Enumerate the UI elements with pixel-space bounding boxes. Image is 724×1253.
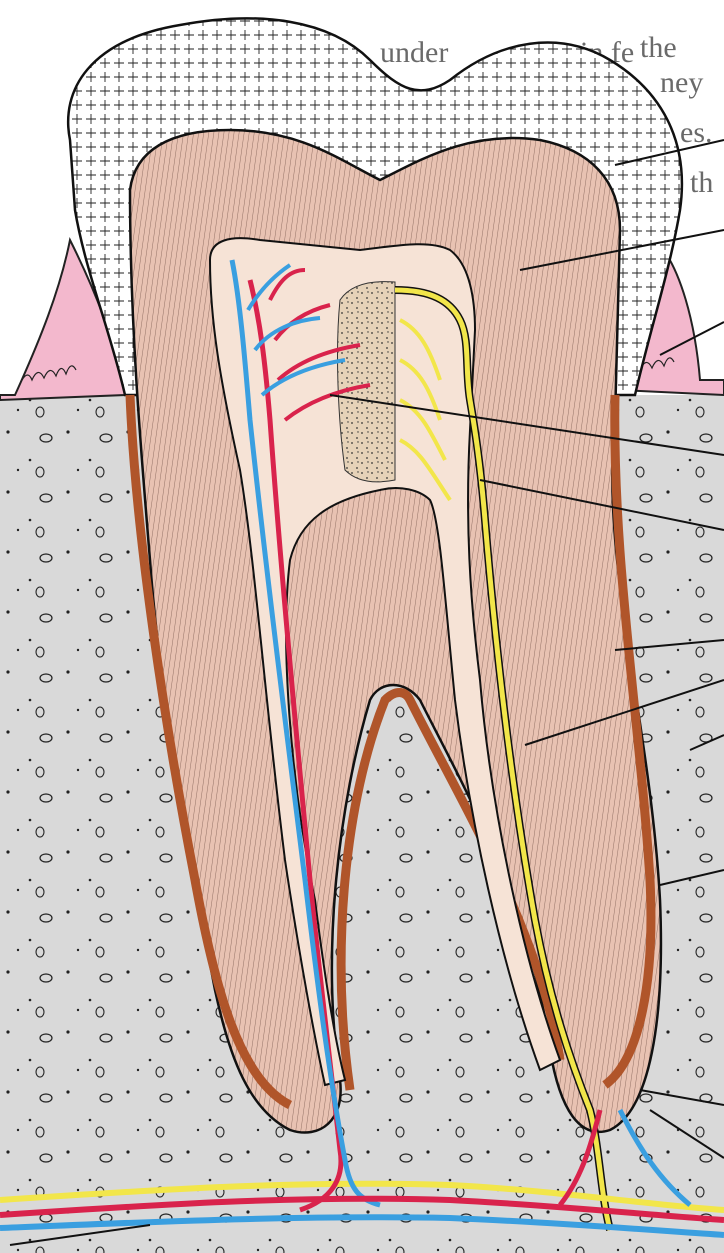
odontoblast-layer-icon xyxy=(338,282,395,482)
